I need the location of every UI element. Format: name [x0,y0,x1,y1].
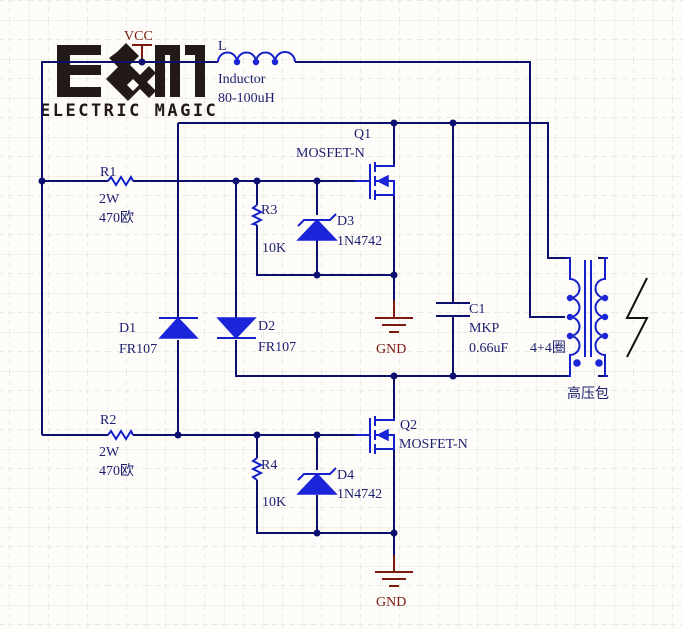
junctions [38,58,457,537]
c1-ref: C1 [469,302,485,317]
r2-value: 470欧 [99,463,134,479]
c1-value: 0.66uF [469,341,509,356]
capacitor-c1: C1 MKP 0.66uF [436,302,509,356]
ground-symbol-bottom: GND [375,555,413,610]
inductor-value: 80-100uH [218,91,275,106]
q1-type: MOSFET-N [296,146,365,161]
transformer-turns: 4+4圈 [530,341,566,356]
r4-ref: R4 [261,458,277,473]
r1-power: 2W [99,192,120,207]
diode-d2: D2 FR107 [216,317,296,355]
ground-symbol-top: GND [375,300,413,357]
mosfet-q1: Q1 MOSFET-N [296,127,395,200]
mosfet-q2: Q2 MOSFET-N [355,416,468,454]
resistor-r4: R4 10K [250,457,286,510]
vcc-label: VCC [124,29,153,44]
d1-ref: D1 [119,321,136,336]
q1-ref: Q1 [354,127,371,142]
gnd-bottom-label: GND [376,595,406,610]
logo-text: ELECTRIC MAGIC [40,101,218,121]
inductor-l: L Inductor 80-100uH [217,39,296,106]
d2-value: FR107 [258,340,296,355]
resistor-r1: R1 2W 470欧 [99,165,134,226]
zener-d3: D3 1N4742 [296,213,382,249]
polarity-dot-primary [573,359,581,367]
inductor-ref: L [218,39,227,54]
d4-ref: D4 [337,468,354,483]
transformer-name: 高压包 [567,385,609,402]
d3-value: 1N4742 [337,234,382,249]
zener-d4: D4 1N4742 [296,467,382,502]
inductor-type: Inductor [218,72,266,87]
transformer: 4+4圈 高压包 [530,257,609,402]
r2-power: 2W [99,445,120,460]
q2-ref: Q2 [400,418,417,433]
r3-value: 10K [262,241,286,256]
logo: ELECTRIC MAGIC [40,43,218,121]
polarity-dot-secondary [595,359,603,367]
r4-value: 10K [262,495,286,510]
q2-type: MOSFET-N [399,437,468,452]
spark-arc-icon [625,277,649,358]
resistor-r2: R2 2W 470欧 [99,413,134,479]
r1-value: 470欧 [99,210,134,226]
d4-value: 1N4742 [337,487,382,502]
r3-ref: R3 [261,203,277,218]
r2-ref: R2 [100,413,116,428]
c1-type: MKP [469,321,500,336]
diode-d1: D1 FR107 [119,316,199,357]
d2-ref: D2 [258,319,275,334]
d3-ref: D3 [337,214,354,229]
d1-value: FR107 [119,342,157,357]
gnd-top-label: GND [376,342,406,357]
r1-ref: R1 [100,165,116,180]
logo-mark [57,43,205,101]
resistor-r3: R3 10K [250,203,286,256]
